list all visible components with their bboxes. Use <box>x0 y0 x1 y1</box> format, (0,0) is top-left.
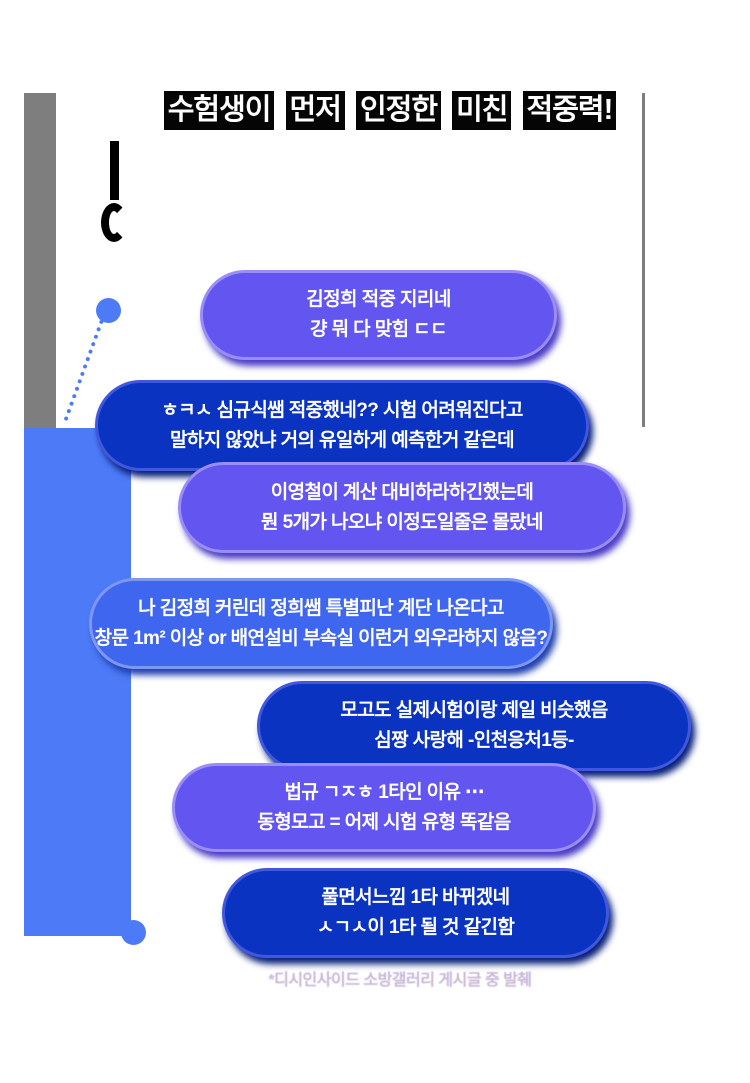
title-word: 미친 <box>452 91 512 130</box>
bubble-6-line-2: 동형모고 = 어제 시험 유형 똑같음 <box>257 811 511 833</box>
bubble-4-line-1: 나 김정희 커린데 정희쌤 특별피난 계단 나온다고 <box>138 597 504 619</box>
bubble-5-line-1: 모고도 실제시험이랑 제일 비슷했음 <box>340 700 608 721</box>
connector-dot-bottom-icon <box>121 920 146 945</box>
right-gray-line <box>642 93 645 427</box>
text-fragment-bar <box>110 141 119 200</box>
bubble-6-line-1: 법규 ㄱㅈㅎ 1타인 이유 ⋯ <box>284 781 484 803</box>
connector-dot-top-icon <box>96 298 121 323</box>
connector-dotted-line <box>63 319 104 422</box>
bubble-1-line-1: 김정희 적중 지리네 <box>306 289 451 310</box>
left-blue-bar <box>24 428 131 936</box>
title-word: 인정한 <box>355 91 442 130</box>
bubble-2-line-1: ㅎㅋㅅ 심규식쌤 적중했네?? 시험 어려워진다고 <box>161 399 523 421</box>
bubble-3-line-2: 뭔 5개가 나오냐 이정도일줄은 몰랐네 <box>261 511 543 533</box>
bubble-7-line-2: ㅅㄱㅅ이 1타 될 것 같긴함 <box>316 917 515 938</box>
bubble-3-line-1: 이영철이 계산 대비하라하긴했는데 <box>270 481 534 503</box>
source-caption: *디시인사이드 소방갤러리 게시글 중 발췌 <box>268 972 532 989</box>
chat-bubble-5: 모고도 실제시험이랑 제일 비슷했음 심짱 사랑해 -인천응처1등- <box>257 681 691 771</box>
bubble-7-line-1: 풀면서느낌 1타 바뀌겠네 <box>321 887 510 908</box>
title-word: 수험생이 <box>163 91 275 130</box>
bubble-4-line-2: 창문 1m² 이상 or 배연설비 부속실 이런거 외우라하지 않음? <box>94 627 548 649</box>
chat-bubble-7: 풀면서느낌 1타 바뀌겠네 ㅅㄱㅅ이 1타 될 것 같긴함 <box>222 868 609 958</box>
chat-bubble-1: 김정희 적중 지리네 걍 뭐 다 맞힘 ㄷㄷ <box>200 270 557 360</box>
chat-bubble-3: 이영철이 계산 대비하라하긴했는데 뭔 5개가 나오냐 이정도일줄은 몰랐네 <box>178 462 626 553</box>
title-word: 먼저 <box>285 91 345 130</box>
chat-bubble-4: 나 김정희 커린데 정희쌤 특별피난 계단 나온다고 창문 1m² 이상 or … <box>89 578 553 669</box>
left-gray-bar <box>24 93 56 428</box>
chat-bubble-2: ㅎㅋㅅ 심규식쌤 적중했네?? 시험 어려워진다고 말하지 않았냐 거의 유일하… <box>95 380 589 471</box>
text-fragment-crescent <box>101 203 127 242</box>
bubble-1-line-2: 걍 뭐 다 맞힘 ㄷㄷ <box>310 319 447 340</box>
bubble-2-line-2: 말하지 않았냐 거의 유일하게 예측한거 같은데 <box>169 429 515 451</box>
title-word: 적중력! <box>522 91 617 130</box>
chat-bubble-6: 법규 ㄱㅈㅎ 1타인 이유 ⋯ 동형모고 = 어제 시험 유형 똑같음 <box>172 763 596 852</box>
page-title: 수험생이 먼저 인정한 미친 적중력! <box>130 90 650 131</box>
bubble-5-line-2: 심짱 사랑해 -인천응처1등- <box>374 730 574 751</box>
